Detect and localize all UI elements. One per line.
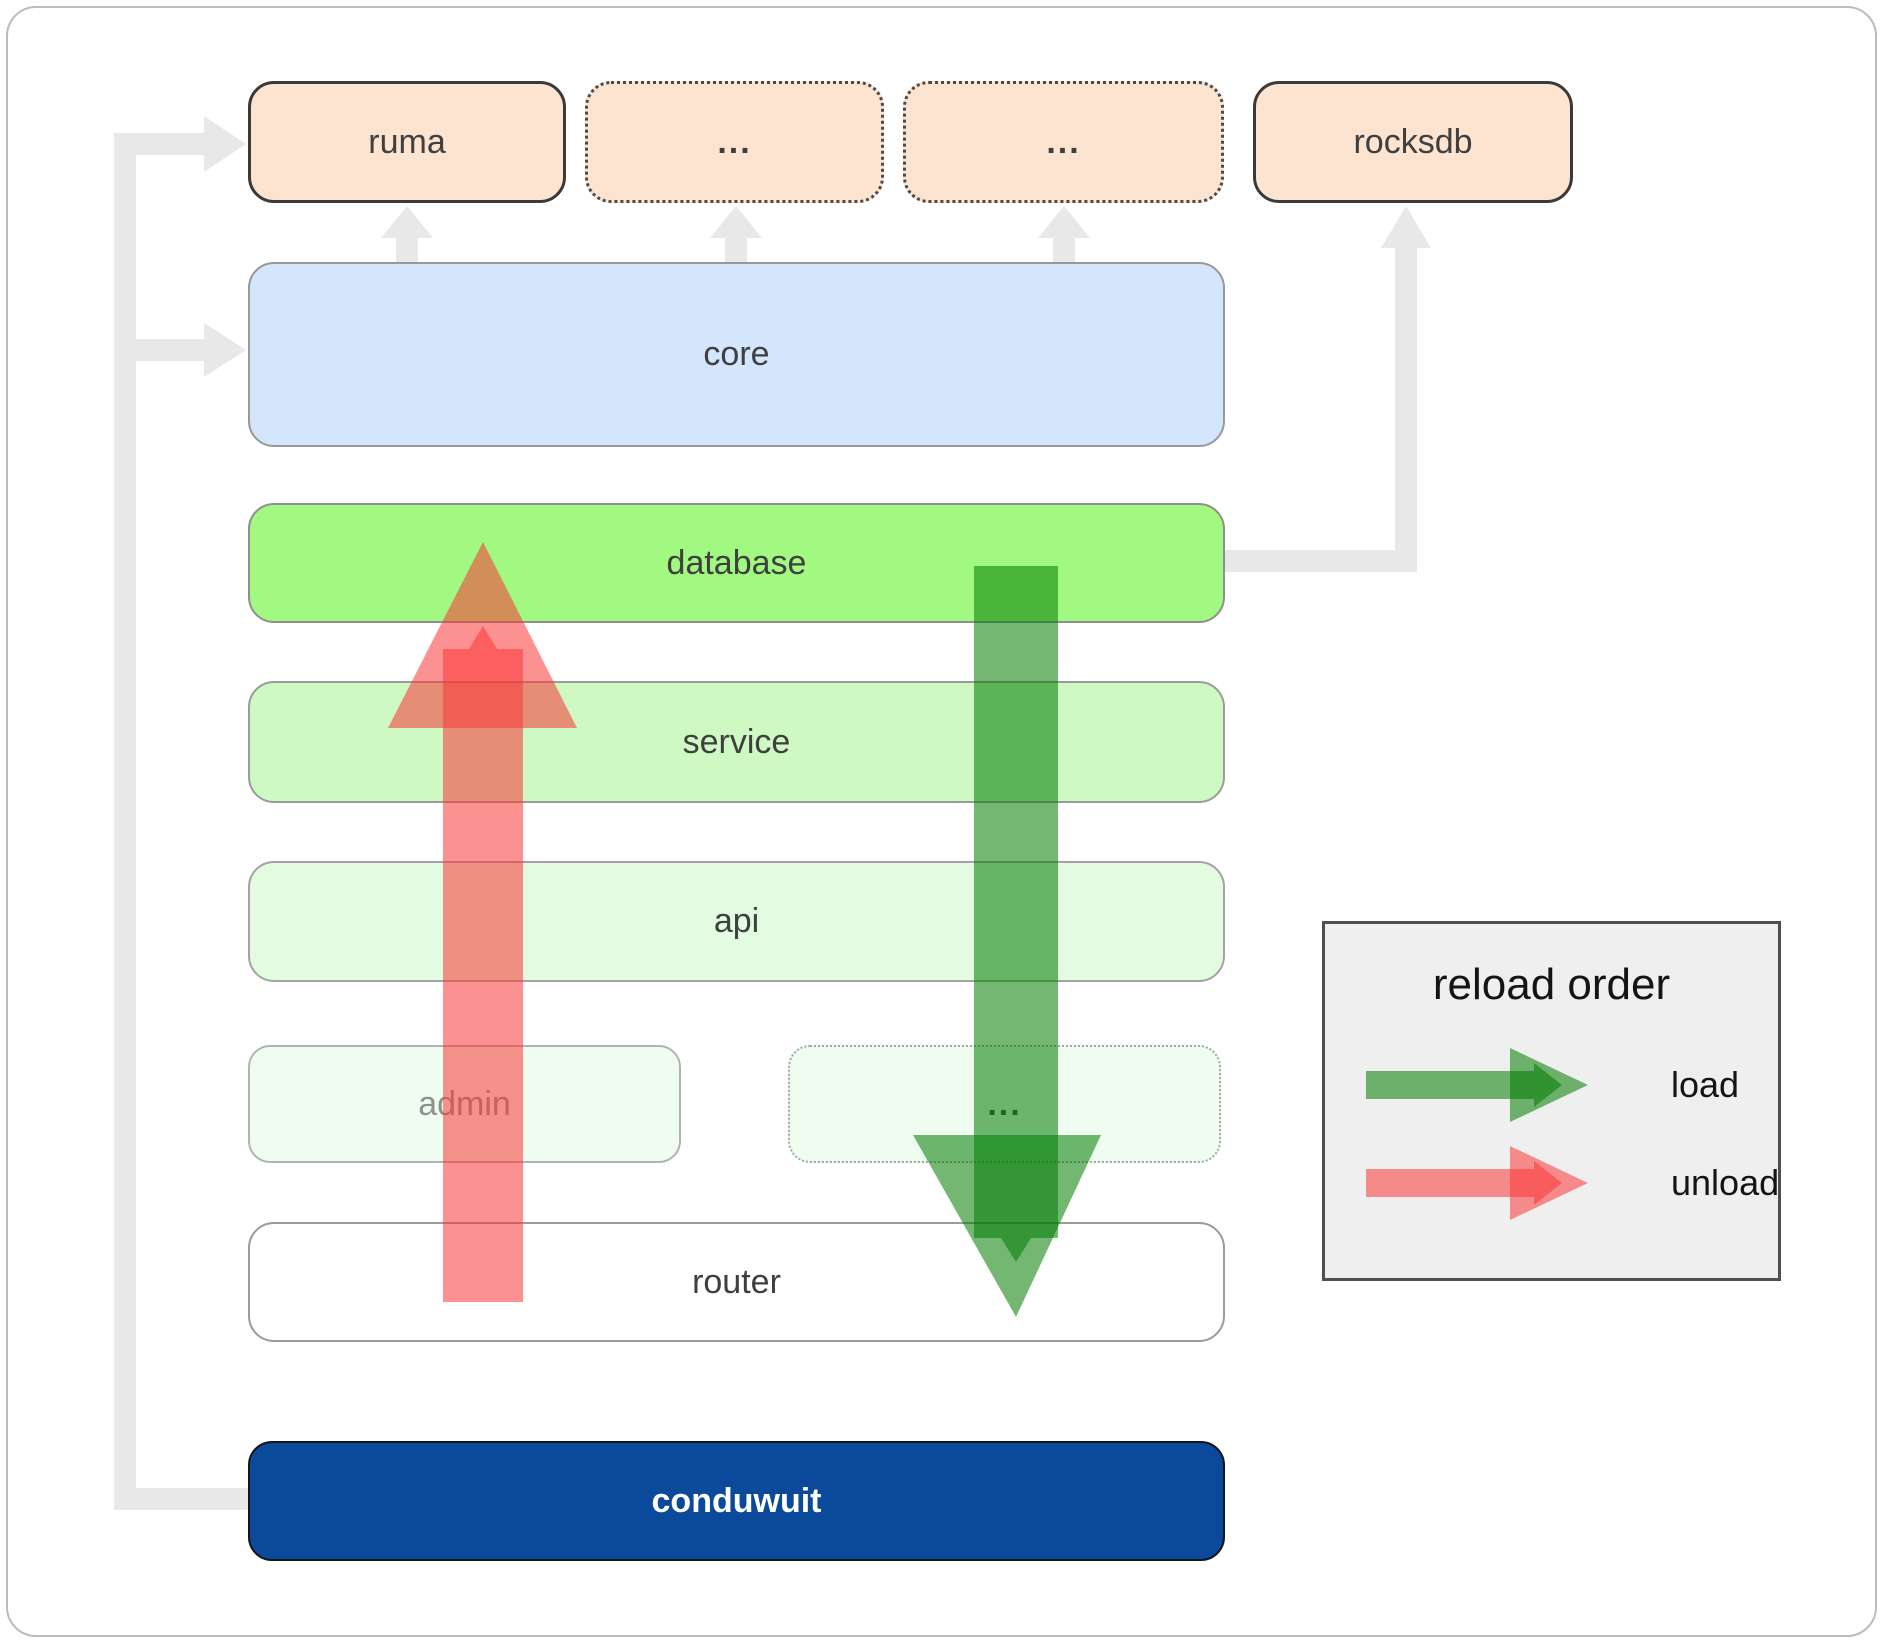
node-rocksdb: rocksdb bbox=[1253, 81, 1573, 203]
legend: reload order load unload bbox=[1322, 921, 1781, 1281]
node-core-label: core bbox=[703, 335, 770, 373]
node-conduwuit: conduwuit bbox=[248, 1441, 1225, 1561]
node-service-label: service bbox=[682, 722, 791, 761]
load-arrow-head bbox=[913, 1135, 1101, 1317]
unload-arrow-up bbox=[388, 542, 577, 1302]
node-router: router bbox=[248, 1222, 1225, 1342]
node-core: core bbox=[248, 262, 1225, 447]
legend-item-load: load bbox=[1366, 1045, 1766, 1125]
load-arrow-down bbox=[913, 566, 1101, 1317]
core-arrowhead bbox=[204, 323, 246, 377]
ruma-arrowhead bbox=[204, 116, 246, 172]
node-ellipsis-top-2: ... bbox=[903, 81, 1224, 203]
core-to-top-row-arrows bbox=[381, 206, 1090, 264]
legend-item-unload: unload bbox=[1366, 1143, 1779, 1223]
conduwuit-to-ruma-core-connector bbox=[114, 116, 250, 1510]
load-arrow-icon bbox=[1366, 1048, 1588, 1122]
unload-arrow-icon bbox=[1366, 1146, 1588, 1220]
rocksdb-arrowhead bbox=[1381, 206, 1431, 248]
node-database: database bbox=[248, 503, 1225, 623]
node-ellipsis-top-2-label: ... bbox=[1046, 122, 1081, 161]
outer-frame bbox=[6, 6, 1877, 1637]
node-ruma-label: ruma bbox=[368, 122, 446, 161]
node-ellipsis-top-1-label: ... bbox=[717, 122, 752, 161]
node-rocksdb-label: rocksdb bbox=[1353, 122, 1473, 161]
node-ruma: ruma bbox=[248, 81, 566, 203]
legend-unload-label: unload bbox=[1671, 1162, 1780, 1203]
load-arrow-shaft bbox=[974, 566, 1058, 1262]
node-database-label: database bbox=[666, 543, 807, 582]
unload-arrow-shaft bbox=[443, 626, 523, 1302]
legend-title: reload order bbox=[1432, 960, 1671, 1009]
database-to-rocksdb-connector bbox=[1220, 206, 1431, 572]
node-api-label: api bbox=[713, 902, 760, 940]
node-api: api bbox=[248, 861, 1225, 982]
node-router-label: router bbox=[692, 1262, 781, 1301]
node-conduwuit-label: conduwuit bbox=[651, 1481, 822, 1520]
legend-load-label: load bbox=[1671, 1064, 1740, 1105]
node-ellipsis-top-1: ... bbox=[585, 81, 884, 203]
